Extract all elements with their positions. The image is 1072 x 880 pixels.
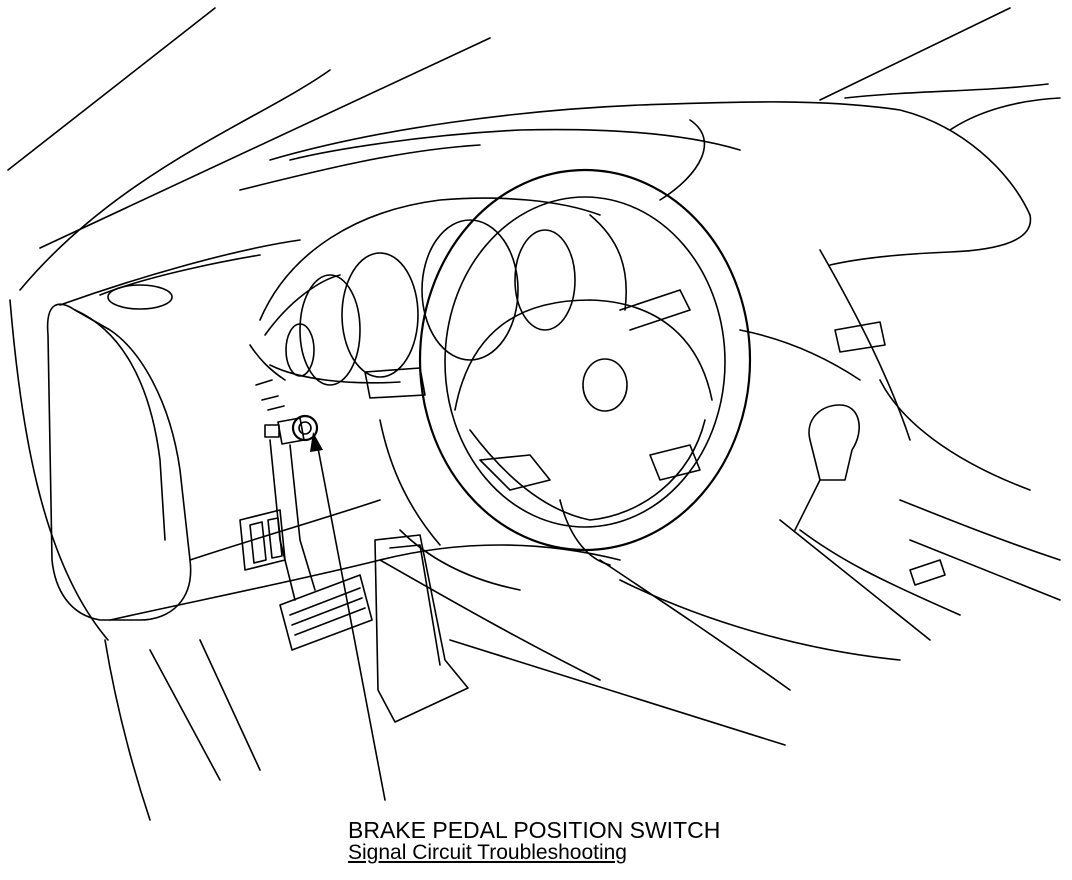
brake-pedal-position-switch[interactable] [255,379,319,445]
windshield-frame [819,7,1061,131]
steering-column [364,289,691,591]
a-pillar [7,7,491,641]
brake-pedal[interactable] [279,574,373,651]
left-side-panel [46,284,261,821]
horn-emblem [582,358,628,412]
callout: BRAKE PEDAL POSITION SWITCH Signal Circu… [348,818,720,864]
component-label: BRAKE PEDAL POSITION SWITCH [348,817,721,843]
instrument-cluster [249,197,628,386]
lower-dash [109,499,901,746]
accelerator-pedal[interactable] [374,534,469,723]
pedals [269,439,469,723]
center-console [739,249,1061,641]
callout-leader [310,432,386,801]
shift-knob [808,404,860,481]
steering-wheel-rim-inner [444,196,726,528]
troubleshooting-link[interactable]: Signal Circuit Troubleshooting [348,841,627,865]
steering-wheel[interactable] [418,168,752,566]
